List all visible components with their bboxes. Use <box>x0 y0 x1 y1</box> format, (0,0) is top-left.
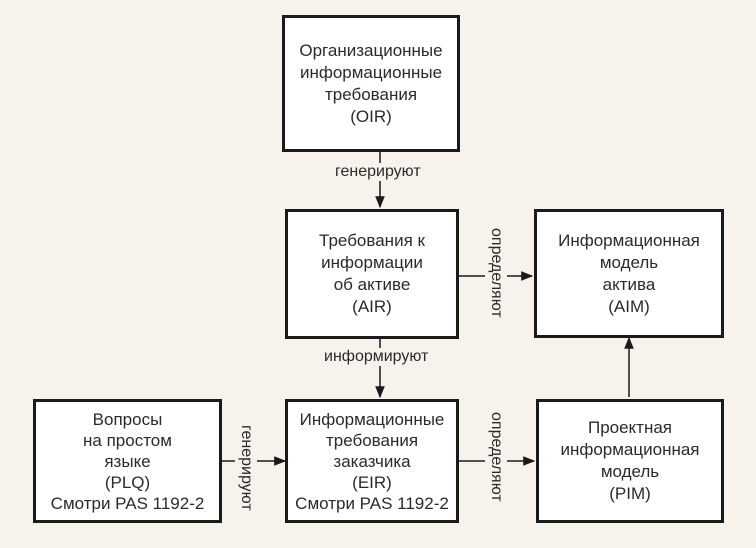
node-text: (AIR) <box>352 297 392 316</box>
node-air: Требования к информации об активе (AIR) <box>285 209 459 339</box>
node-eir: Информационные требования заказчика (EIR… <box>285 399 459 523</box>
node-text: модель <box>600 462 660 481</box>
node-text: Вопросы <box>92 409 163 429</box>
node-text: Смотри PAS 1192-2 <box>295 493 449 513</box>
node-text: (PIM) <box>609 484 651 503</box>
node-text: Смотри PAS 1192-2 <box>50 493 205 513</box>
node-aim: Информационная модель актива (AIM) <box>534 209 724 338</box>
node-oir: Организационные информационные требовани… <box>282 15 460 152</box>
node-text: требования <box>324 84 418 104</box>
node-text: Информационная <box>558 230 700 250</box>
node-text: (AIM) <box>608 296 650 316</box>
edge-label-oir-air: генерируют <box>333 163 423 181</box>
node-text: Требования к <box>319 231 425 250</box>
node-text: информации <box>321 253 423 272</box>
node-text: информационные <box>299 62 443 82</box>
node-text: Проектная <box>587 418 673 437</box>
node-plq: Вопросы на простом языке (PLQ) Смотри PA… <box>33 399 222 523</box>
node-text: Организационные <box>299 40 443 60</box>
node-text: (OIR) <box>350 106 392 126</box>
edge-label-eir-pim: определяют <box>485 412 507 502</box>
edge-label-air-aim: определяют <box>485 228 507 318</box>
node-text: (PLQ) <box>104 472 151 492</box>
node-text: заказчика <box>333 451 411 471</box>
node-text: (EIR) <box>352 472 392 492</box>
node-text: информационная <box>560 440 700 459</box>
edge-label-air-eir: информируют <box>322 348 431 366</box>
node-text: на простом <box>83 430 172 450</box>
edge-label-plq-eir: генерируют <box>235 425 257 511</box>
node-text: об активе <box>333 275 411 294</box>
node-text: модель <box>599 252 659 272</box>
node-text: актива <box>602 274 656 294</box>
node-text: Информационные <box>299 409 445 429</box>
node-text: требования <box>325 430 419 450</box>
node-pim: Проектная информационная модель (PIM) <box>536 399 724 523</box>
node-text: языке <box>104 451 151 471</box>
